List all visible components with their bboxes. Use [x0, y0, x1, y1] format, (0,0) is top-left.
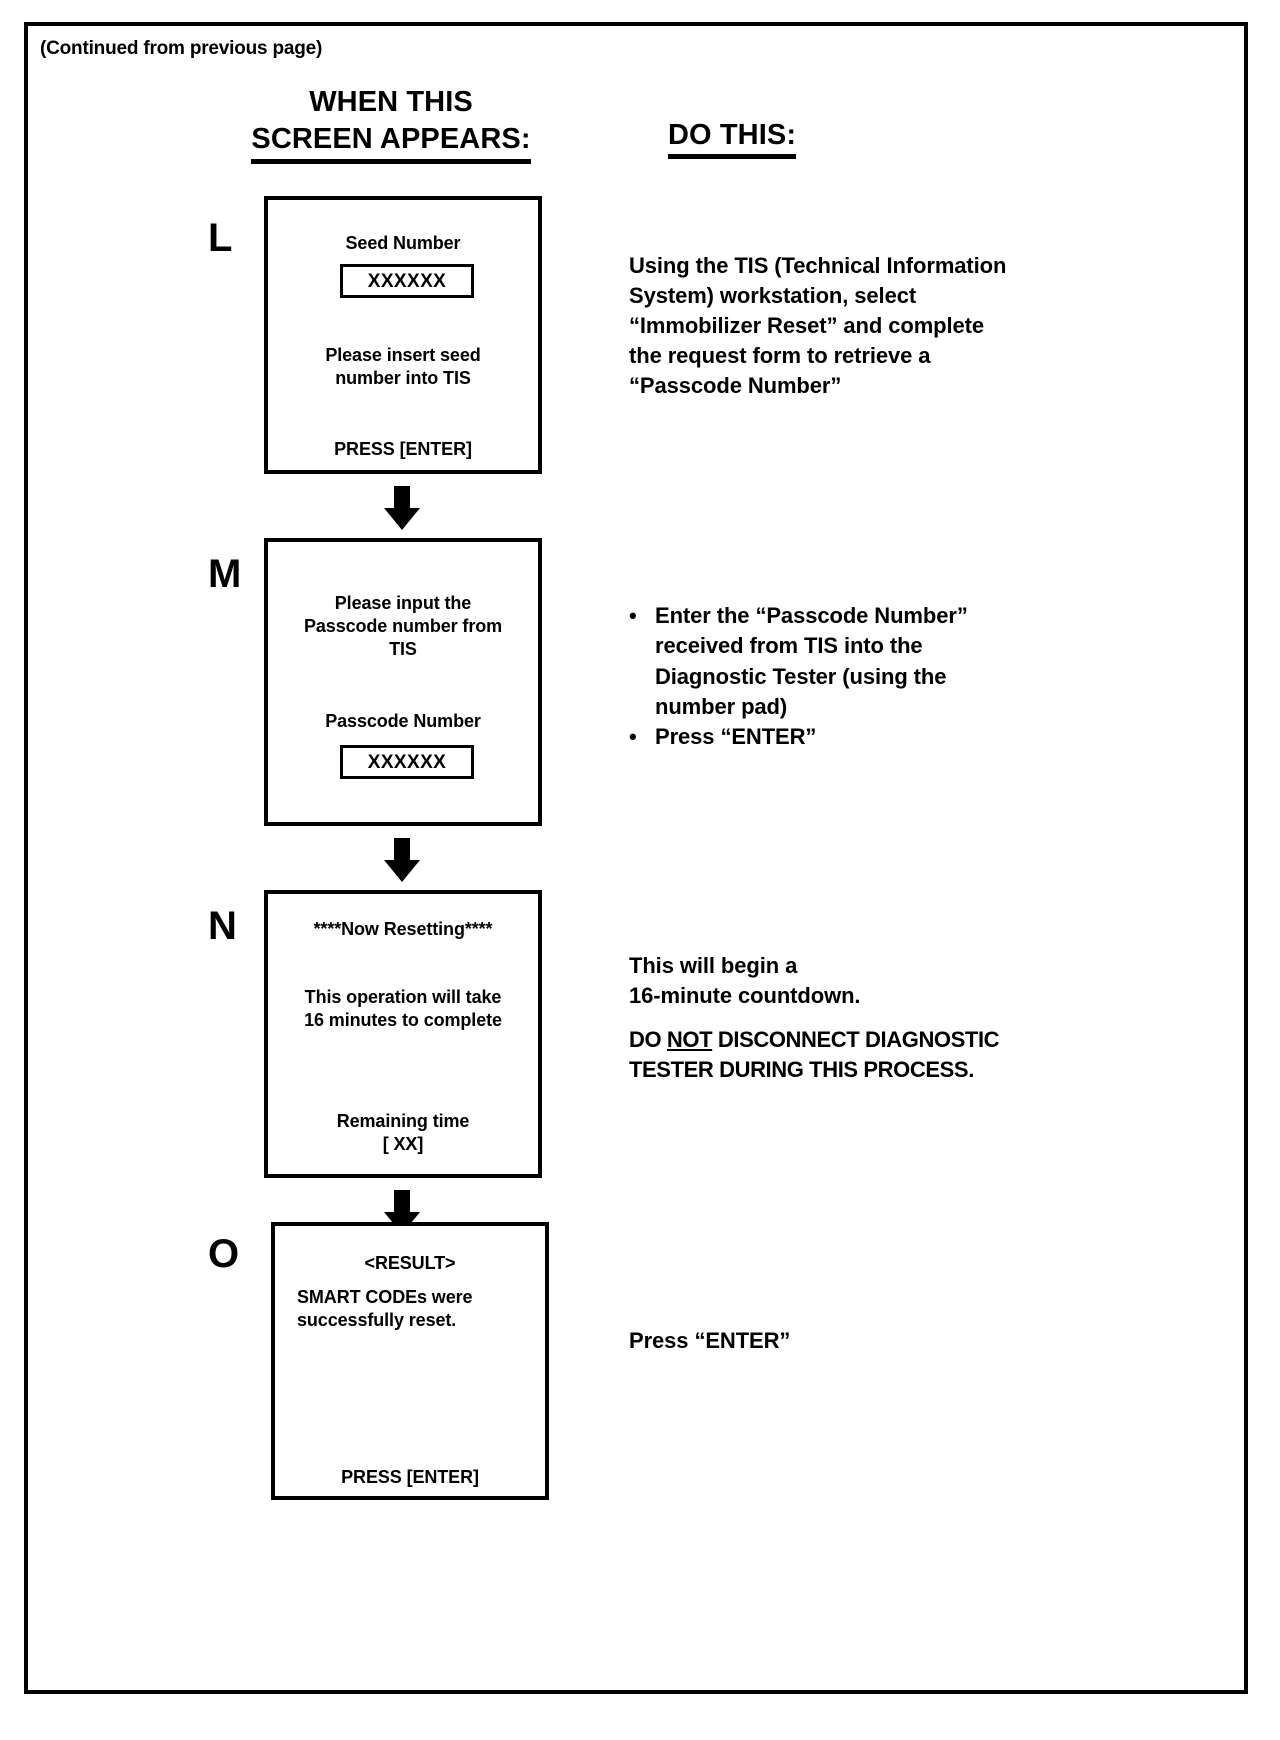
- page-border: (Continued from previous page) WHEN THIS…: [24, 22, 1248, 1694]
- flow-arrow-m-to-n: [380, 838, 424, 882]
- continued-from-previous-page-note: (Continued from previous page): [40, 38, 323, 59]
- bullet-icon: •: [629, 603, 637, 628]
- instruction-n-warning-line2: TESTER DURING THIS PROCESS.: [629, 1056, 974, 1082]
- column-header-do-this: DO THIS:: [668, 119, 797, 159]
- instruction-m-bullet-1-body: Enter the “Passcode Number” received fro…: [655, 601, 1099, 722]
- screen-n-message-line2: 16 minutes to complete: [304, 1010, 502, 1030]
- down-arrow-icon: [384, 486, 420, 530]
- instruction-n-line2: 16-minute countdown.: [629, 982, 861, 1008]
- column-header-do-this-text: DO THIS:: [668, 119, 797, 159]
- instruction-m-bullet-2-body: Press “ENTER”: [655, 722, 1099, 752]
- column-header-when-this-screen-appears: WHEN THIS SCREEN APPEARS:: [236, 84, 546, 165]
- screen-m-prompt-line1: Please input the: [334, 593, 472, 613]
- down-arrow-icon: [384, 838, 420, 882]
- warning-prefix: DO: [629, 1026, 667, 1052]
- instruction-l-line3: “Immobilizer Reset” and complete: [629, 312, 984, 338]
- instruction-l: Using the TIS (Technical Information Sys…: [629, 251, 1099, 401]
- tester-screen-o: <RESULT> SMART CODEs were successfully r…: [271, 1222, 549, 1500]
- screen-o-title: <RESULT>: [364, 1253, 456, 1273]
- instruction-n-warning-line1: DO NOT DISCONNECT DIAGNOSTIC: [629, 1025, 1129, 1055]
- screen-m-title: Passcode Number: [325, 711, 481, 731]
- instruction-o: Press “ENTER”: [629, 1326, 1029, 1356]
- screen-n-title: ****Now Resetting****: [313, 919, 493, 939]
- instruction-m-bullet-1-line2: received from TIS into the: [655, 633, 923, 659]
- tester-screen-l: Seed Number XXXXXX Please insert seed nu…: [264, 196, 542, 474]
- instruction-m-bullet-2-line1: Press “ENTER”: [655, 724, 817, 750]
- instruction-m-bullet-1: • Enter the “Passcode Number” received f…: [629, 601, 1099, 722]
- screen-o-footer: PRESS [ENTER]: [341, 1467, 479, 1487]
- step-letter-l: L: [208, 216, 233, 260]
- warning-rest: DISCONNECT DIAGNOSTIC: [712, 1026, 1000, 1052]
- step-letter-n: N: [208, 904, 237, 948]
- tester-screen-m: Please input the Passcode number from TI…: [264, 538, 542, 826]
- screen-n-footer-line2: [ XX]: [382, 1134, 424, 1154]
- instruction-m: • Enter the “Passcode Number” received f…: [629, 601, 1099, 753]
- column-header-line2: SCREEN APPEARS:: [251, 121, 531, 165]
- tester-screen-n: ****Now Resetting**** This operation wil…: [264, 890, 542, 1178]
- screen-o-message-line1: SMART CODEs were: [297, 1287, 473, 1307]
- instruction-m-bullet-1-line3: Diagnostic Tester (using the: [655, 663, 947, 689]
- screen-o-message-line2: successfully reset.: [297, 1310, 457, 1330]
- screen-l-message-line1: Please insert seed: [325, 345, 481, 365]
- step-letter-o: O: [208, 1232, 240, 1276]
- instruction-n-line1: This will begin a: [629, 953, 798, 978]
- instruction-l-line1: Using the TIS (Technical Information: [629, 253, 1007, 278]
- screen-m-prompt-line3: TIS: [389, 639, 417, 659]
- warning-underlined-not: NOT: [666, 1026, 713, 1052]
- instruction-m-bullet-1-line1: Enter the “Passcode Number”: [655, 603, 968, 628]
- instruction-l-line2: System) workstation, select: [629, 282, 917, 308]
- instruction-m-bullet-2: • Press “ENTER”: [629, 722, 1099, 752]
- screen-l-message-line2: number into TIS: [335, 368, 471, 388]
- flow-arrow-l-to-m: [380, 486, 424, 530]
- instruction-l-line4: the request form to retrieve a: [629, 342, 931, 368]
- screen-l-seed-number-value: XXXXXX: [340, 264, 474, 298]
- step-letter-m: M: [208, 552, 242, 596]
- screen-l-title: Seed Number: [345, 233, 461, 253]
- instruction-n: This will begin a 16-minute countdown. D…: [629, 951, 1129, 1085]
- column-header-line1: WHEN THIS: [309, 86, 473, 118]
- page-content: (Continued from previous page) WHEN THIS…: [28, 26, 1252, 1698]
- screen-l-footer: PRESS [ENTER]: [334, 439, 472, 459]
- screen-m-prompt-line2: Passcode number from: [303, 616, 503, 636]
- instruction-o-line1: Press “ENTER”: [629, 1328, 791, 1353]
- bullet-icon: •: [629, 724, 637, 750]
- instruction-l-line5: “Passcode Number”: [629, 372, 842, 398]
- screen-n-message-line1: This operation will take: [304, 987, 502, 1007]
- screen-m-passcode-number-value: XXXXXX: [340, 745, 474, 779]
- instruction-m-bullet-1-line4: number pad): [655, 694, 788, 720]
- screen-n-footer-line1: Remaining time: [336, 1111, 470, 1131]
